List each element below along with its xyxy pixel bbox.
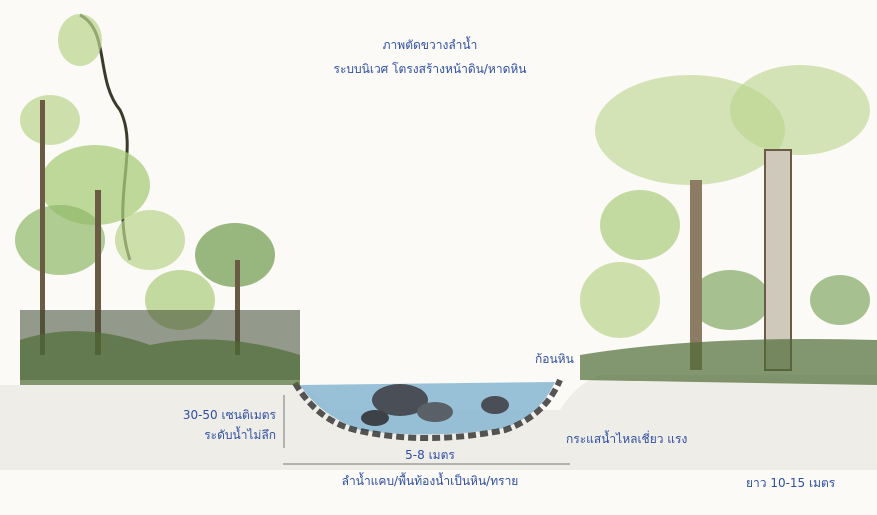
title-line-1: ภาพตัดขวางลำน้ำ xyxy=(383,38,478,52)
length-value-label: ยาว 10-15 เมตร xyxy=(746,476,835,490)
title-line-2: ระบบนิเวศ โตรงสร้างหน้าดิน/หาดหิน xyxy=(334,62,527,76)
width-value-label: 5-8 เมตร xyxy=(405,448,455,462)
boulder xyxy=(417,402,453,422)
boulder xyxy=(481,396,509,414)
boulder xyxy=(361,410,389,426)
left-bank-vegetation xyxy=(15,14,300,385)
depth-description-label: ระดับน้ำไม่ลึก xyxy=(138,428,276,442)
current-description-label: กระแสน้ำไหลเชี่ยว แรง xyxy=(566,432,687,446)
depth-value-label: 30-50 เซนติเมตร xyxy=(138,408,276,422)
right-bank-vegetation xyxy=(580,65,877,385)
rock-label: ก้อนหิน xyxy=(535,352,574,366)
river-bed-description-label: ลำน้ำแคบ/พื้นท้องน้ำเป็นหิน/ทราย xyxy=(342,474,519,488)
